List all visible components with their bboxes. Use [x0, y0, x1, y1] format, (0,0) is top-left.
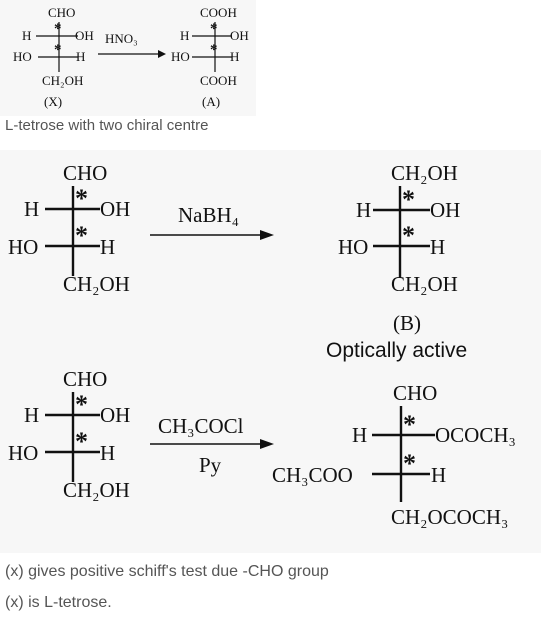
a-chiral-star-1: *	[210, 21, 218, 37]
red-product-star-2: *	[402, 221, 415, 250]
red-product-row2-left: HO	[338, 235, 368, 259]
ac-product-row1-right: OCOCH₃	[435, 423, 516, 447]
a-bottom-group: COOH	[200, 73, 237, 88]
red-product-top: CH₂OH	[391, 161, 458, 185]
optically-active-note: Optically active	[326, 339, 468, 362]
ac-reactant-bottom: CH₂OH	[63, 478, 130, 502]
a-top-group: COOH	[200, 5, 237, 20]
top-reaction-panel: CHO H OH HO H * * CH₂OH (X) HNO₃ COOH H …	[0, 0, 256, 116]
top-reaction-svg: CHO H OH HO H * * CH₂OH (X) HNO₃ COOH H …	[13, 5, 249, 109]
x-row1-left: H	[22, 28, 31, 43]
x-chiral-star-1: *	[54, 21, 62, 37]
ac-product-bottom: CH₂OCOCH₃	[391, 505, 508, 529]
ac-reactant-star-1: *	[75, 390, 88, 419]
a-label: (A)	[202, 94, 220, 109]
ac-product-row2-right: H	[431, 463, 446, 487]
x-row2-left: HO	[13, 49, 32, 64]
red-reactant-row2-left: HO	[8, 235, 38, 259]
x-top-group: CHO	[48, 5, 75, 20]
red-product-row1-right: OH	[430, 198, 460, 222]
a-row2-right: H	[230, 49, 239, 64]
red-reactant-star-2: *	[75, 221, 88, 250]
red-product-row1-left: H	[356, 198, 371, 222]
ac-product-row1-left: H	[352, 423, 367, 447]
red-reactant-bottom: CH₂OH	[63, 272, 130, 296]
red-product-row2-right: H	[430, 235, 445, 259]
reduction-reactant: CHO H OH HO H * * CH₂OH	[8, 161, 130, 296]
x-chiral-star-2: *	[54, 42, 62, 58]
ac-product-star-1: *	[403, 410, 416, 439]
a-chiral-star-2: *	[210, 42, 218, 58]
x-row2-right: H	[76, 49, 85, 64]
reagent-hno3: HNO₃	[105, 31, 138, 46]
ac-product-row2-left: CH₃COO	[272, 463, 353, 487]
ac-product-star-2: *	[403, 449, 416, 478]
red-product-label: (B)	[393, 311, 421, 335]
compound-a: COOH H OH HO H * * COOH (A)	[171, 5, 249, 109]
x-bottom-group: CH₂OH	[42, 73, 83, 88]
a-row2-left: HO	[171, 49, 190, 64]
ac-reactant-row2-right: H	[100, 441, 115, 465]
ac-reactant-row1-right: OH	[100, 403, 130, 427]
red-reactant-row1-left: H	[24, 197, 39, 221]
red-reactant-star-1: *	[75, 184, 88, 213]
ac-reactant-star-2: *	[75, 427, 88, 456]
ac-product-top: CHO	[393, 381, 437, 405]
reagent-pyridine: Py	[199, 453, 222, 477]
reduction-product: CH₂OH H OH HO H * * CH₂OH (B)	[338, 161, 460, 335]
reagent-nabh4: NaBH₄	[178, 203, 239, 227]
main-reaction-panel: CHO H OH HO H * * CH₂OH NaBH₄ CH₂OH H OH…	[0, 150, 541, 553]
note-l-tetrose: (x) is L-tetrose.	[5, 594, 112, 611]
x-row1-right: OH	[75, 28, 94, 43]
reaction-arrowhead-3	[260, 439, 274, 449]
ac-reactant-row1-left: H	[24, 403, 39, 427]
ac-reactant-row2-left: HO	[8, 441, 38, 465]
acetylation-reactant: CHO H OH HO H * * CH₂OH	[8, 367, 130, 502]
red-reactant-row2-right: H	[100, 235, 115, 259]
red-reactant-row1-right: OH	[100, 197, 130, 221]
main-reaction-svg: CHO H OH HO H * * CH₂OH NaBH₄ CH₂OH H OH…	[8, 161, 516, 529]
red-product-star-1: *	[402, 185, 415, 214]
ac-reactant-top: CHO	[63, 367, 107, 391]
reagent-acetyl-chloride: CH₃COCl	[158, 414, 244, 438]
acetylation-product: CHO H OCOCH₃ CH₃COO H * * CH₂OCOCH₃	[272, 381, 516, 529]
red-reactant-top: CHO	[63, 161, 107, 185]
red-product-bottom: CH₂OH	[391, 272, 458, 296]
a-row1-right: OH	[230, 28, 249, 43]
note-schiff-test: (x) gives positive schiff's test due -CH…	[5, 563, 329, 580]
x-label: (X)	[44, 94, 62, 109]
caption-tetrose: L-tetrose with two chiral centre	[5, 117, 209, 134]
compound-x: CHO H OH HO H * * CH₂OH (X)	[13, 5, 94, 109]
reaction-arrowhead-2	[260, 230, 274, 240]
reaction-arrowhead-1	[158, 50, 166, 58]
a-row1-left: H	[180, 28, 189, 43]
